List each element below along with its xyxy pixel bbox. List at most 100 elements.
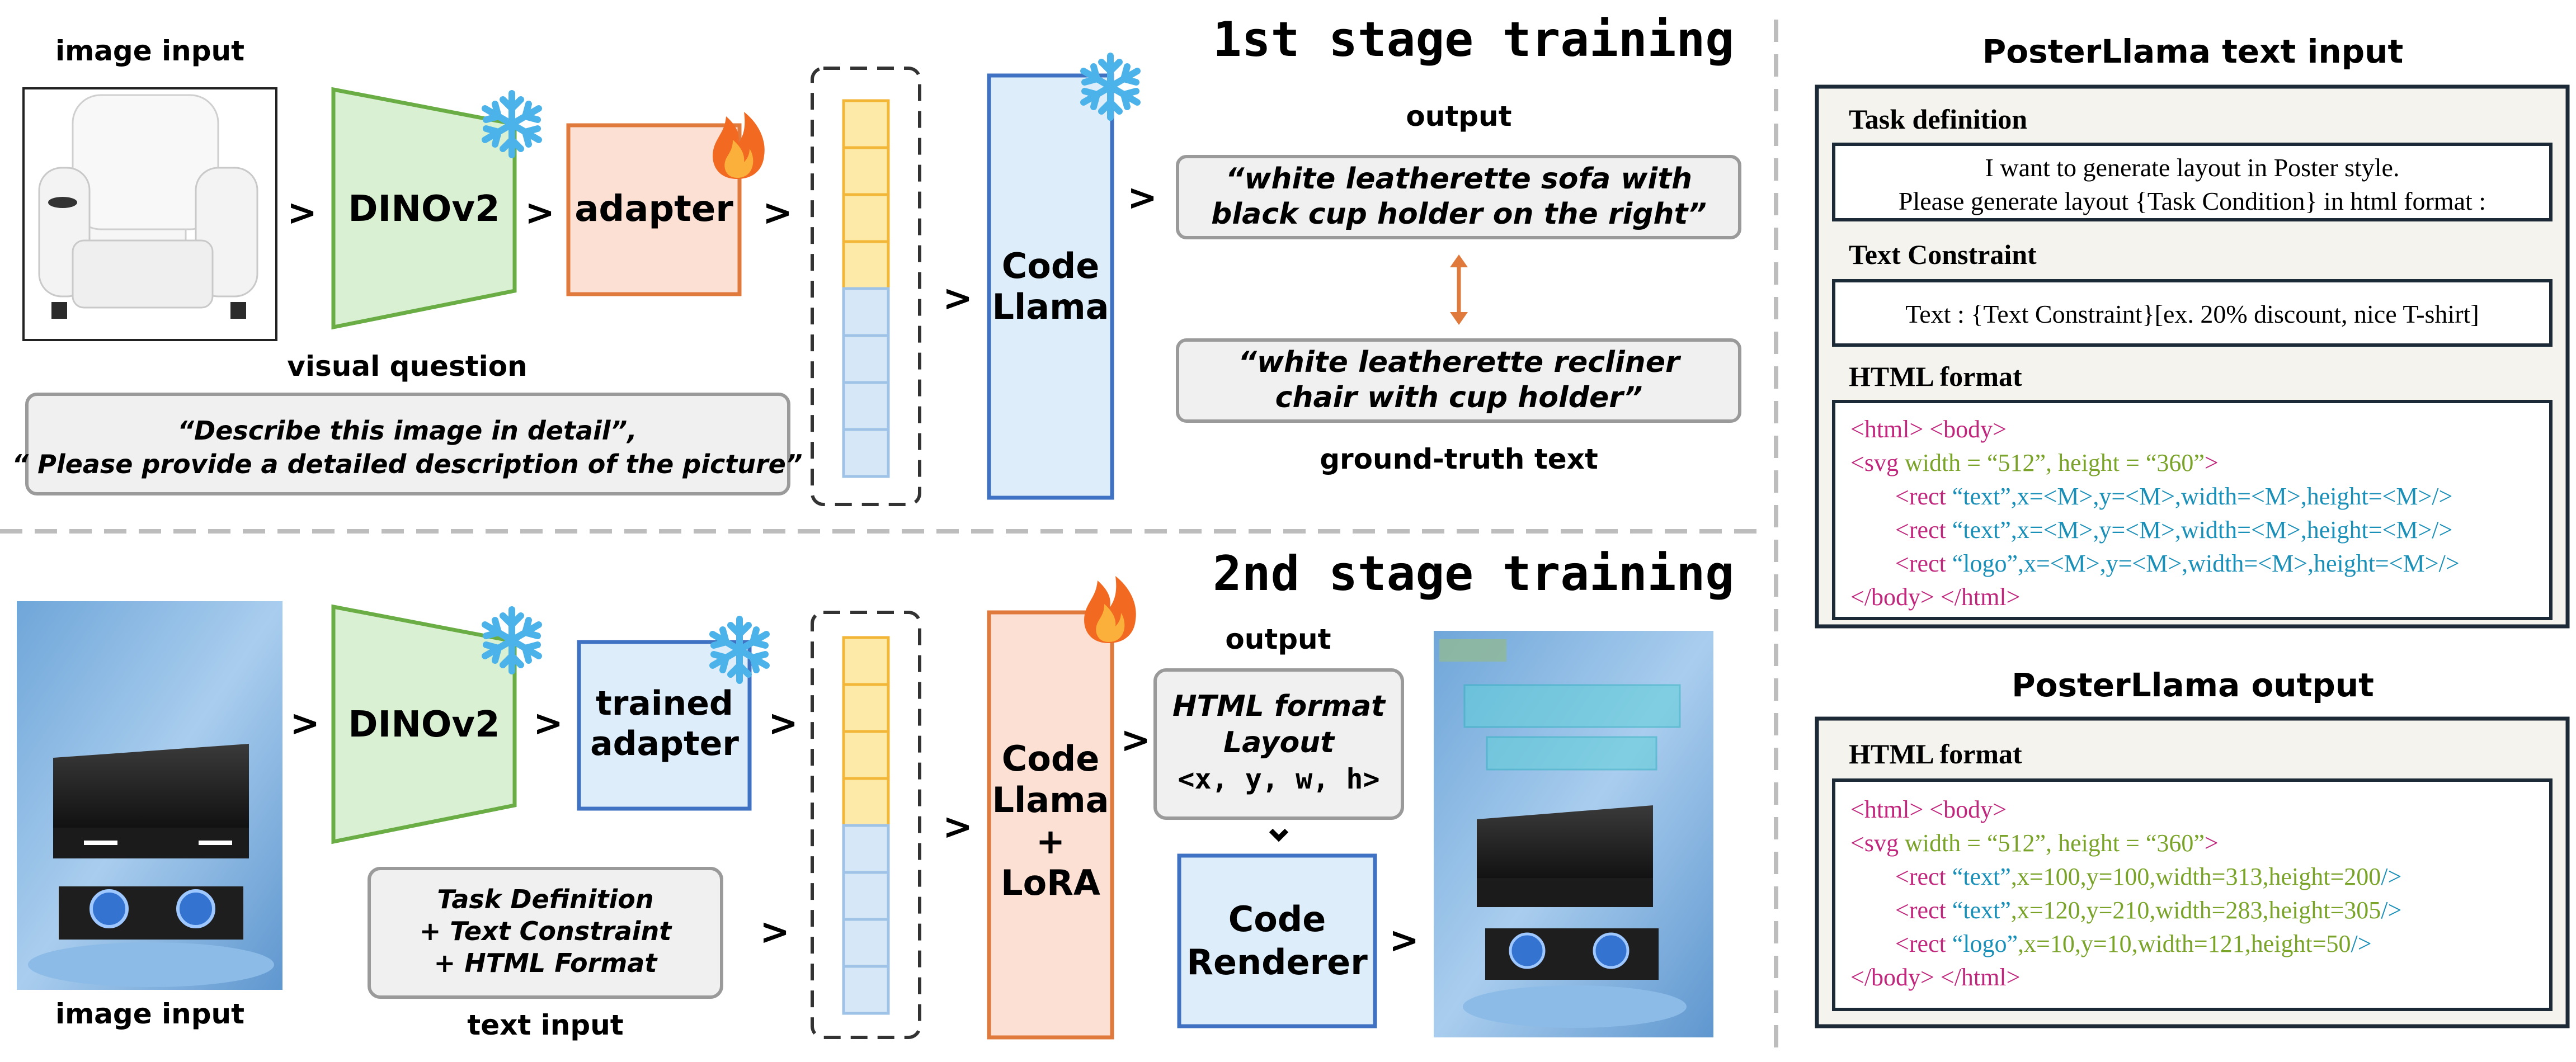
stage1-visual-question-label: visual question — [287, 350, 527, 383]
svg-text:<rect “logo”,x=<M>,y=<M>,width: <rect “logo”,x=<M>,y=<M>,width=<M>,heigh… — [1895, 550, 2460, 577]
svg-text:</body> </html>: </body> </html> — [1850, 964, 2020, 991]
stage1-llm-line1: Code — [1002, 246, 1100, 286]
stage2-adapter-line2: adapter — [590, 724, 739, 763]
stage1-encoder — [331, 87, 517, 330]
stage1-gt-line2: chair with cup holder” — [1275, 381, 1643, 414]
fire-icon — [1084, 576, 1136, 643]
stage1-tokens — [842, 99, 890, 478]
svg-text:<rect “text”,x=<M>,y=<M>,width: <rect “text”,x=<M>,y=<M>,width=<M>,heigh… — [1895, 516, 2452, 544]
text-constraint-box — [1832, 279, 2553, 347]
output-html-heading: HTML format — [1849, 738, 2022, 770]
range-hood-image — [17, 601, 282, 990]
stage2-text-input-line2: + Text Constraint — [420, 916, 673, 946]
svg-text:>: > — [290, 703, 320, 744]
code-renderer-line2: Renderer — [1186, 942, 1368, 983]
stage2-llm-line1: Code — [1002, 738, 1100, 779]
svg-text:>: > — [533, 703, 563, 744]
stage1-encoder-label: DINOv2 — [348, 188, 500, 230]
stage2-tokens — [842, 636, 890, 1015]
output-html-code: <html> <body> <svg width = “512”, height… — [1850, 796, 2401, 991]
poster-output-image — [1434, 631, 1713, 1037]
stage2-llm-line3: + — [1036, 821, 1065, 862]
stage2-output-box — [1153, 668, 1404, 820]
stage2-llm-line4: LoRA — [1001, 862, 1100, 903]
stage2-text-input-label: text input — [467, 1009, 623, 1041]
svg-text:>: > — [768, 703, 798, 744]
stage1-visual-question-box — [25, 393, 790, 495]
stage1-adapter-label: adapter — [574, 188, 733, 230]
stage2-output-line3: <x, y, w, h> — [1178, 763, 1379, 795]
stage1-gt-label: ground-truth text — [1320, 443, 1598, 475]
stage2: 2nd stage training image input > DINOv2 … — [17, 546, 1734, 1041]
stage1-output-label: output — [1406, 100, 1511, 133]
svg-text:>: > — [1120, 720, 1151, 761]
svg-text:<html> <body>: <html> <body> — [1850, 796, 2007, 823]
compare-arrow — [1450, 254, 1468, 325]
output-panel: PosterLlama output HTML format <html> <b… — [1815, 666, 2570, 1028]
svg-text:<rect “text”,x=100,y=100,width: <rect “text”,x=100,y=100,width=313,heigh… — [1895, 863, 2401, 890]
svg-text:>: > — [943, 806, 973, 848]
stage2-output-line1: HTML format — [1172, 690, 1386, 723]
stage2-llm — [987, 610, 1114, 1040]
stage1-image-label: image input — [55, 35, 244, 67]
stage1: 1st stage training image input > DINOv2 … — [12, 12, 1741, 506]
down-arrow — [1269, 828, 1289, 842]
svg-text:>: > — [760, 912, 790, 953]
svg-text:>: > — [943, 278, 973, 319]
html-format-box — [1832, 400, 2553, 620]
stage2-token-group — [811, 611, 921, 1039]
task-def-line2: Please generate layout {Task Condition} … — [1899, 187, 2486, 215]
task-def-heading: Task definition — [1849, 103, 2027, 135]
stage1-token-group — [811, 67, 921, 506]
svg-text:>: > — [1127, 177, 1157, 219]
stage1-vq-line1: “Describe this image in detail”, — [177, 416, 637, 446]
task-def-box — [1832, 143, 2553, 221]
stage1-output-line1: “white leatherette sofa with — [1226, 162, 1692, 196]
text-constraint-line: Text : {Text Constraint}[ex. 20% discoun… — [1905, 300, 2479, 328]
task-def-line1: I want to generate layout in Poster styl… — [1985, 153, 2400, 182]
stage1-title: 1st stage training — [1213, 12, 1734, 68]
svg-text:<svg width = “512”, height = “: <svg width = “512”, height = “360”> — [1850, 829, 2219, 857]
stage2-llm-line2: Llama — [992, 780, 1109, 820]
stage2-text-input-box — [368, 867, 723, 999]
text-input-panel-title: PosterLlama text input — [1982, 32, 2403, 70]
svg-text:<svg width = “512”, height = “: <svg width = “512”, height = “360”> — [1850, 449, 2219, 476]
html-format-heading: HTML format — [1849, 361, 2022, 392]
svg-text:<html> <body>: <html> <body> — [1850, 416, 2007, 443]
stage1-gt-box — [1176, 338, 1741, 423]
output-html-box — [1832, 778, 2553, 1011]
stage2-image-label: image input — [55, 998, 244, 1030]
svg-text:<rect “text”,x=<M>,y=<M>,width: <rect “text”,x=<M>,y=<M>,width=<M>,heigh… — [1895, 483, 2452, 510]
stage2-title: 2nd stage training — [1213, 546, 1734, 602]
code-renderer-line1: Code — [1228, 899, 1326, 940]
stage2-encoder-label: DINOv2 — [348, 704, 500, 745]
svg-text:</body> </html>: </body> </html> — [1850, 583, 2020, 611]
stage2-encoder — [331, 604, 517, 844]
code-renderer — [1177, 853, 1377, 1028]
stage1-llm — [987, 73, 1114, 500]
text-constraint-heading: Text Constraint — [1849, 239, 2037, 270]
stage1-gt-line1: “white leatherette recliner — [1238, 346, 1682, 379]
stage1-llm-line2: Llama — [992, 286, 1109, 327]
stage1-adapter — [566, 123, 742, 296]
svg-text:>: > — [287, 192, 317, 234]
svg-text:>: > — [762, 192, 793, 234]
stage2-text-input-line1: Task Definition — [437, 884, 653, 914]
stage1-output-line2: black cup holder on the right” — [1211, 197, 1707, 231]
text-input-panel: PosterLlama text input Task definition I… — [1815, 32, 2570, 629]
input-html-code: <html> <body> <svg width = “512”, height… — [1850, 416, 2460, 611]
svg-text:<rect “logo”,x=10,y=10,width=1: <rect “logo”,x=10,y=10,width=121,height=… — [1895, 930, 2372, 957]
stage1-vq-line2: “ Please provide a detailed description … — [12, 449, 802, 479]
chair-image — [22, 87, 277, 341]
svg-text:>: > — [525, 192, 555, 234]
stage2-text-input-line3: + HTML Format — [434, 948, 658, 978]
stage1-output-box — [1176, 155, 1741, 239]
stage2-output-line2: Layout — [1223, 726, 1335, 759]
output-panel-title: PosterLlama output — [2012, 666, 2374, 704]
svg-text:<rect “text”,x=120,y=210,width: <rect “text”,x=120,y=210,width=283,heigh… — [1895, 896, 2401, 924]
fire-icon — [713, 112, 765, 179]
stage2-adapter-line1: trained — [596, 684, 733, 723]
svg-text:>: > — [1389, 920, 1419, 961]
stage2-output-label: output — [1225, 623, 1331, 655]
